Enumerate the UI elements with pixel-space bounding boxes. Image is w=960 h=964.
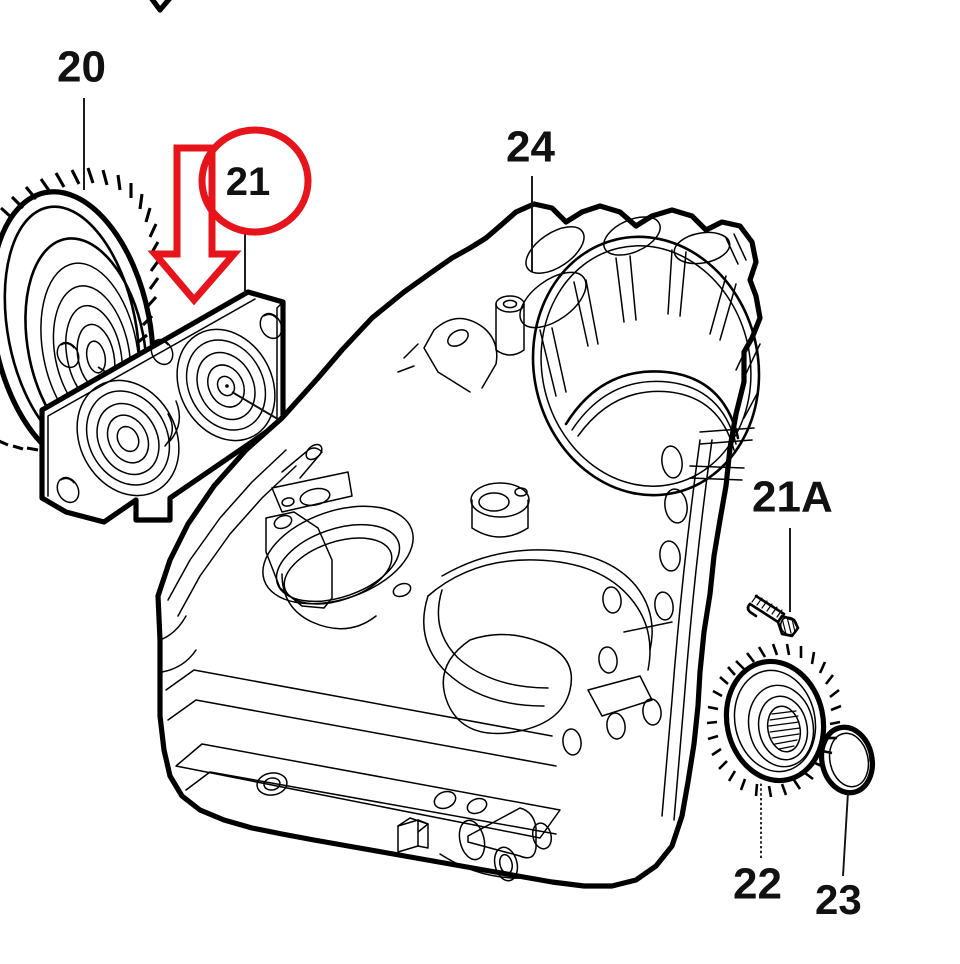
housing-left-ear: [397, 317, 498, 393]
callout-label-20: 20: [57, 43, 106, 92]
housing-lower-rails: [165, 669, 561, 853]
part-24-clutch-bell-housing: [155, 201, 763, 889]
cover-plate-bolt-holes: [56, 312, 283, 504]
part-21A-retaining-bolt: [746, 594, 800, 638]
housing-parting-rib: [422, 549, 673, 735]
housing-bolt-holes: [433, 445, 688, 815]
highlight-circle: [198, 126, 312, 236]
bell-housing-rib-web: [531, 235, 761, 497]
housing-top-bosses: [525, 216, 747, 274]
part-22-splined-gear: [706, 643, 842, 798]
page-edge-mark: [149, 0, 172, 13]
housing-left-boss: [495, 271, 587, 356]
housing-left-contours: [159, 449, 297, 673]
callout-label-24: 24: [506, 123, 555, 172]
leader-23: [842, 791, 849, 877]
callout-label-21a: 21A: [752, 473, 833, 522]
callout-label-22: 22: [733, 860, 782, 909]
leader-lines: [83, 98, 849, 877]
housing-input-flange: [262, 443, 414, 630]
callout-labels: 20 21 24 21A 22 23: [57, 43, 862, 923]
callout-label-21: 21: [226, 160, 271, 204]
housing-output-boss: [439, 807, 553, 882]
callout-label-23: 23: [815, 876, 862, 923]
highlight-annotation[interactable]: [147, 126, 312, 306]
housing-centre-pad: [470, 482, 530, 538]
highlight-arrow-icon: [147, 144, 242, 306]
housing-right-flange: [661, 439, 713, 821]
part-23-snap-ring: [819, 724, 875, 796]
